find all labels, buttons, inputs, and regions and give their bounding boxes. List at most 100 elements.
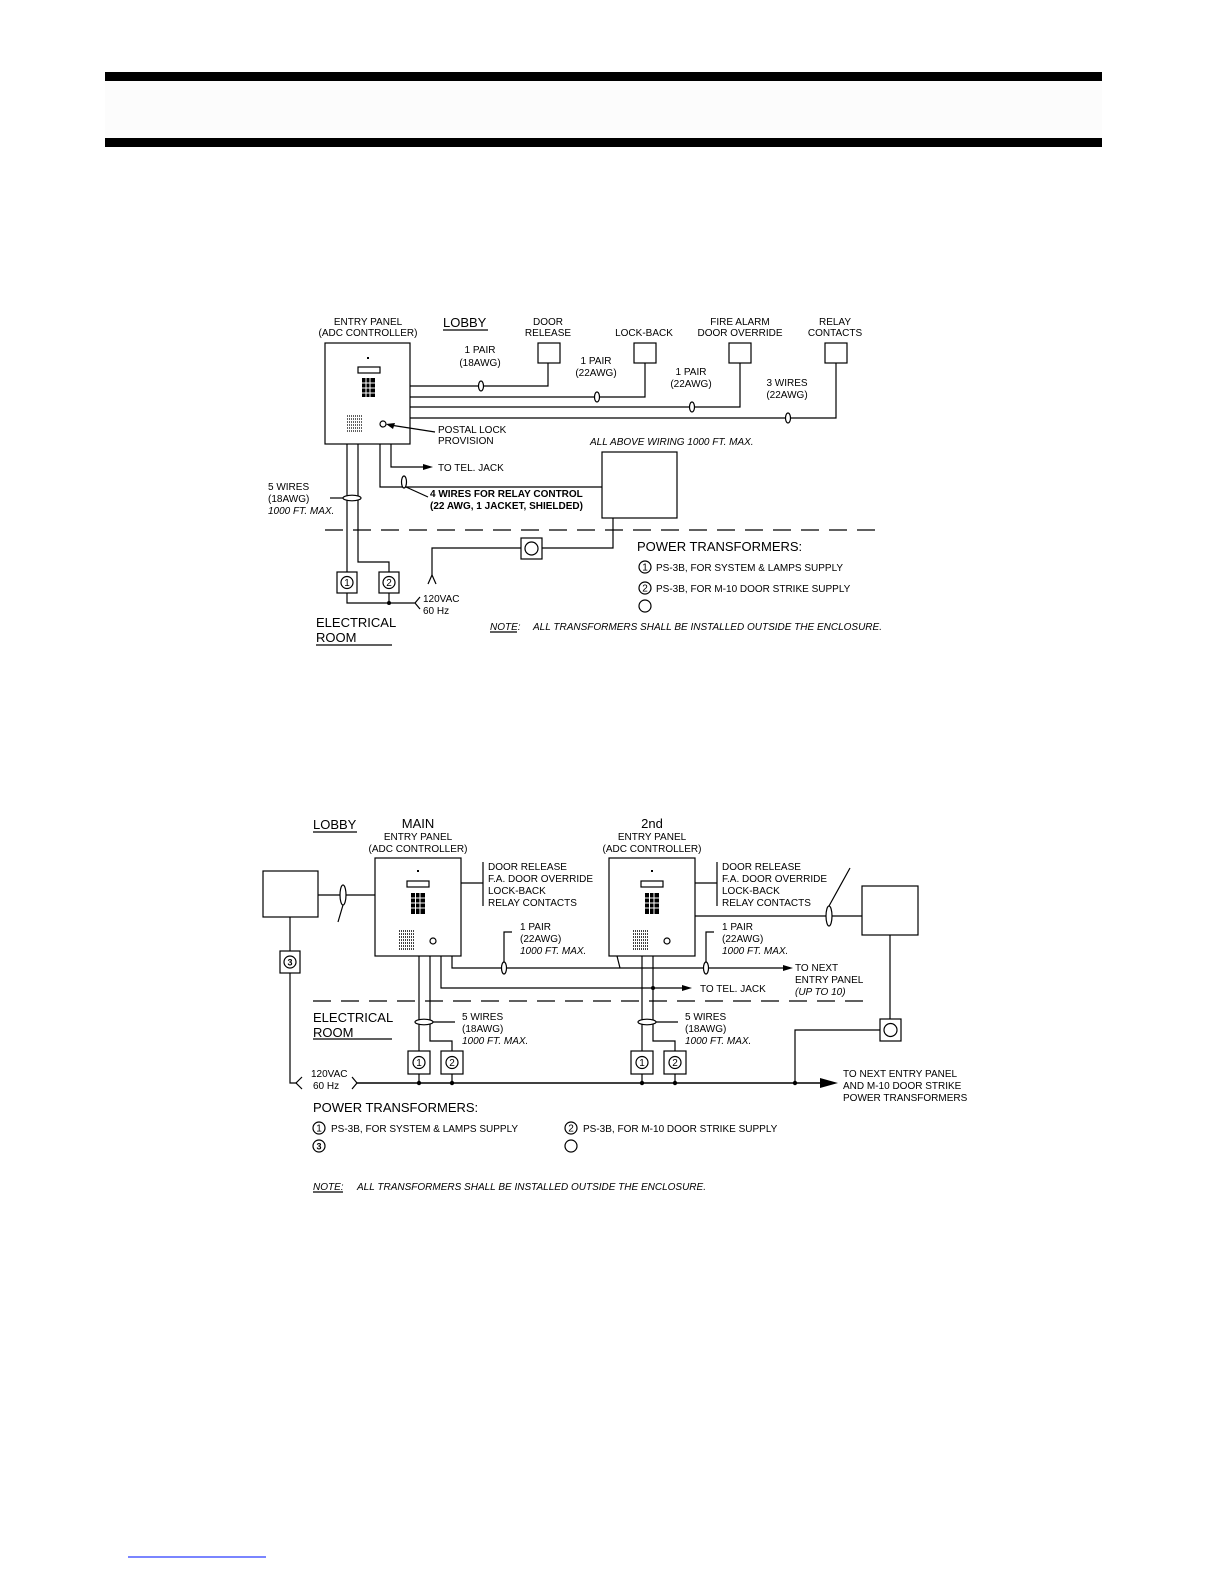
legend-4-symbol xyxy=(564,1139,578,1153)
relay-contacts-box xyxy=(824,342,848,364)
power-transformers-title: POWER TRANSFORMERS: xyxy=(637,539,802,554)
main-transformer-1-number: 1 xyxy=(416,1058,422,1069)
right-relay-box xyxy=(861,885,919,936)
keypad-icon xyxy=(645,893,659,914)
second-output-lock-back: LOCK-BACK xyxy=(722,886,780,897)
to-next-power-label: TO NEXT ENTRY PANEL xyxy=(843,1069,958,1080)
lock-back-box xyxy=(633,342,657,364)
speaker-grille-icon xyxy=(347,415,363,432)
note-text: ALL TRANSFORMERS SHALL BE INSTALLED OUTS… xyxy=(356,1182,706,1193)
main-pair-gauge: (22AWG) xyxy=(520,934,561,945)
lobby-label: LOBBY xyxy=(443,315,487,330)
main-transformer-2-number: 2 xyxy=(449,1058,455,1069)
door-release-label: DOOR xyxy=(533,317,563,328)
legend-1-text: PS-3B, FOR SYSTEM & LAMPS SUPPLY xyxy=(331,1124,518,1135)
postal-lock-label-2: PROVISION xyxy=(438,436,494,447)
legend-2-text: PS-3B, FOR M-10 DOOR STRIKE SUPPLY xyxy=(583,1124,778,1135)
legend-3-number: 3 xyxy=(316,1142,321,1152)
main-output-fa-override: F.A. DOOR OVERRIDE xyxy=(488,874,593,885)
main-pair-length: 1000 FT. MAX. xyxy=(520,946,586,957)
fire-alarm-label-2: DOOR OVERRIDE xyxy=(697,328,782,339)
transformer-3-number: 3 xyxy=(287,958,292,968)
legend-1-number: 1 xyxy=(642,563,648,574)
header-top-bar xyxy=(105,72,1102,81)
tel-jack-label: TO TEL. JACK xyxy=(438,463,504,474)
single-panel-wiring-diagram: ENTRY PANEL (ADC CONTROLLER) LOBBY DOOR … xyxy=(268,315,882,646)
door-release-label-2: RELEASE xyxy=(525,328,571,339)
relay-contacts-label: RELAY xyxy=(819,317,851,328)
note-label: NOTE: xyxy=(313,1182,344,1193)
main-entry-panel xyxy=(374,857,462,957)
cable-door-gauge: (18AWG) xyxy=(459,358,500,369)
main-panel-title: MAIN xyxy=(402,816,435,831)
header-bottom-bar xyxy=(105,138,1102,147)
fire-alarm-box xyxy=(728,342,752,364)
lock-back-label: LOCK-BACK xyxy=(615,328,673,339)
transformer-2-number: 2 xyxy=(386,578,392,589)
note-label: NOTE: xyxy=(490,622,521,633)
vac-label: 120VAC xyxy=(423,594,460,605)
adc-controller-label: (ADC CONTROLLER) xyxy=(319,328,418,339)
second-output-fa-override: F.A. DOOR OVERRIDE xyxy=(722,874,827,885)
five-wires-label: 5 WIRES xyxy=(268,482,309,493)
relay-contacts-label-2: CONTACTS xyxy=(808,328,863,339)
second-pair-length: 1000 FT. MAX. xyxy=(722,946,788,957)
main-output-relay-contacts: RELAY CONTACTS xyxy=(488,898,577,909)
main-panel-controller: (ADC CONTROLLER) xyxy=(369,844,468,855)
note-text: ALL TRANSFORMERS SHALL BE INSTALLED OUTS… xyxy=(532,622,882,633)
legend-1-text: PS-3B, FOR SYSTEM & LAMPS SUPPLY xyxy=(656,563,843,574)
keypad-icon xyxy=(411,893,425,914)
main-five-wires-label: 5 WIRES xyxy=(462,1012,503,1023)
display-icon xyxy=(640,880,664,888)
second-pair-label: 1 PAIR xyxy=(722,922,753,933)
fire-alarm-label: FIRE ALARM xyxy=(710,317,769,328)
lobby-label: LOBBY xyxy=(313,817,357,832)
header-band xyxy=(105,72,1102,147)
electrical-room-label-2: ROOM xyxy=(316,630,356,645)
wiring-length-note: ALL ABOVE WIRING 1000 FT. MAX. xyxy=(589,437,754,448)
next-panel-limit: (UP TO 10) xyxy=(795,987,846,998)
second-entry-panel xyxy=(608,857,696,957)
relay-control-label: 4 WIRES FOR RELAY CONTROL xyxy=(430,489,583,500)
next-panel-label: TO NEXT xyxy=(795,963,838,974)
multi-panel-wiring-diagram: LOBBY MAIN ENTRY PANEL (ADC CONTROLLER) … xyxy=(262,816,968,1193)
power-transformers-title: POWER TRANSFORMERS: xyxy=(313,1100,478,1115)
transformer-3-box xyxy=(279,950,301,974)
main-output-door-release: DOOR RELEASE xyxy=(488,862,567,873)
second-transformers: 1 2 xyxy=(630,1050,687,1075)
cable-lock-gauge: (22AWG) xyxy=(575,368,616,379)
relay-box xyxy=(601,451,678,519)
entry-panel xyxy=(324,342,411,445)
legend-2-text: PS-3B, FOR M-10 DOOR STRIKE SUPPLY xyxy=(656,584,851,595)
main-pair-label: 1 PAIR xyxy=(520,922,551,933)
postal-lock-icon xyxy=(663,937,671,945)
header-body xyxy=(105,81,1102,138)
display-icon xyxy=(357,366,381,374)
main-panel-label: ENTRY PANEL xyxy=(384,832,453,843)
cable-fire-gauge: (22AWG) xyxy=(670,379,711,390)
cable-relay-label: 3 WIRES xyxy=(766,378,807,389)
second-panel-controller: (ADC CONTROLLER) xyxy=(603,844,702,855)
postal-lock-label: POSTAL LOCK xyxy=(438,425,507,436)
main-output-lock-back: LOCK-BACK xyxy=(488,886,546,897)
cable-fire-label: 1 PAIR xyxy=(676,367,707,378)
cable-lock-label: 1 PAIR xyxy=(581,356,612,367)
display-icon xyxy=(406,880,430,888)
second-five-wires-label: 5 WIRES xyxy=(685,1012,726,1023)
main-transformers: 1 2 xyxy=(407,1050,464,1075)
electrical-room-label: ELECTRICAL xyxy=(313,1010,393,1025)
to-next-power-label-2: AND M-10 DOOR STRIKE xyxy=(843,1081,962,1092)
postal-lock-icon xyxy=(429,937,437,945)
five-wires-gauge: (18AWG) xyxy=(268,494,309,505)
cable-relay-gauge: (22AWG) xyxy=(766,390,807,401)
tel-jack-label: TO TEL. JACK xyxy=(700,984,766,995)
second-panel-label: ENTRY PANEL xyxy=(618,832,687,843)
keypad-icon xyxy=(362,378,375,397)
second-five-wires-length: 1000 FT. MAX. xyxy=(685,1036,751,1047)
electrical-room-label: ELECTRICAL xyxy=(316,615,396,630)
electrical-room-label-2: ROOM xyxy=(313,1025,353,1040)
second-transformer-1-number: 1 xyxy=(639,1058,645,1069)
vac-label: 120VAC xyxy=(311,1069,348,1080)
second-five-wires-gauge: (18AWG) xyxy=(685,1024,726,1035)
relay-control-spec: (22 AWG, 1 JACKET, SHIELDED) xyxy=(430,501,583,512)
